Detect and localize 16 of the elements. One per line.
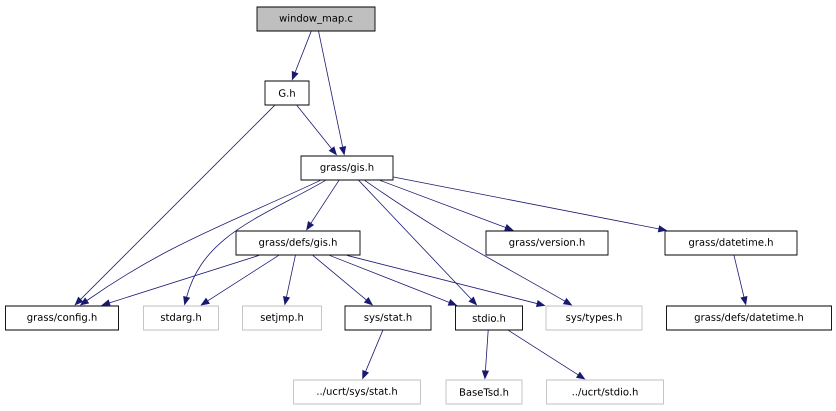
header-file-box: BaseTsd.h [446, 380, 522, 404]
header-file-box: stdio.h [455, 306, 523, 330]
header-file-box: grass/config.h [5, 306, 119, 330]
header-file-box: sys/stat.h [344, 306, 432, 330]
header-file-box: grass/defs/datetime.h [666, 306, 832, 330]
header-file-box: stdarg.h [143, 306, 219, 330]
header-file-box: grass/gis.h [300, 156, 394, 180]
header-file-box: sys/types.h [546, 306, 642, 330]
header-file-box: grass/datetime.h [664, 230, 798, 256]
header-file-box: grass/version.h [486, 230, 608, 256]
header-file-box: grass/defs/gis.h [236, 230, 360, 256]
header-file-box: ../ucrt/sys/stat.h [293, 380, 421, 404]
source-file-box: window_map.c [256, 6, 376, 32]
header-file-box: ../ucrt/stdio.h [546, 380, 664, 404]
header-file-box: G.h [264, 80, 310, 106]
header-file-box: setjmp.h [242, 306, 322, 330]
